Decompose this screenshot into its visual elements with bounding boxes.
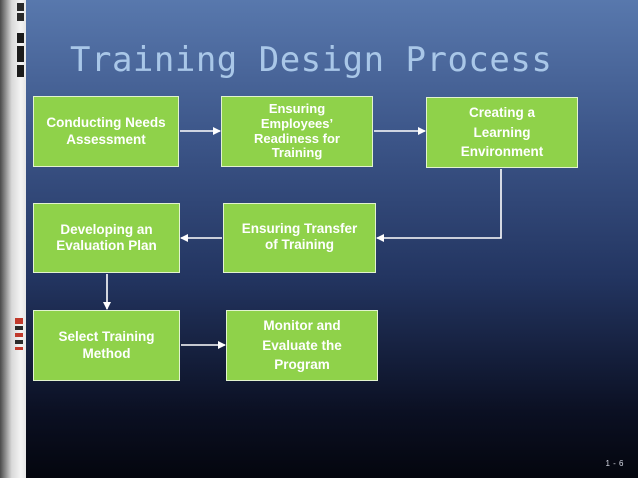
step-creating-learning-environment: Creating a Learning Environment	[426, 97, 578, 168]
step-ensuring-transfer-of-training: Ensuring Transfer of Training	[223, 203, 376, 273]
step-conducting-needs-assessment: Conducting Needs Assessment	[33, 96, 179, 167]
slide-number: 1 - 6	[605, 459, 624, 468]
left-accent-bar	[0, 0, 26, 478]
step-monitor-and-evaluate-program: Monitor and Evaluate the Program	[226, 310, 378, 381]
arrow-environment-to-transfer	[376, 169, 502, 242]
step-developing-evaluation-plan: Developing an Evaluation Plan	[33, 203, 180, 273]
step-select-training-method: Select Training Method	[33, 310, 180, 381]
accent-squares	[15, 3, 24, 350]
slide-title: Training Design Process	[70, 40, 553, 80]
step-ensuring-employees-readiness: Ensuring Employees’ Readiness for Traini…	[221, 96, 373, 167]
